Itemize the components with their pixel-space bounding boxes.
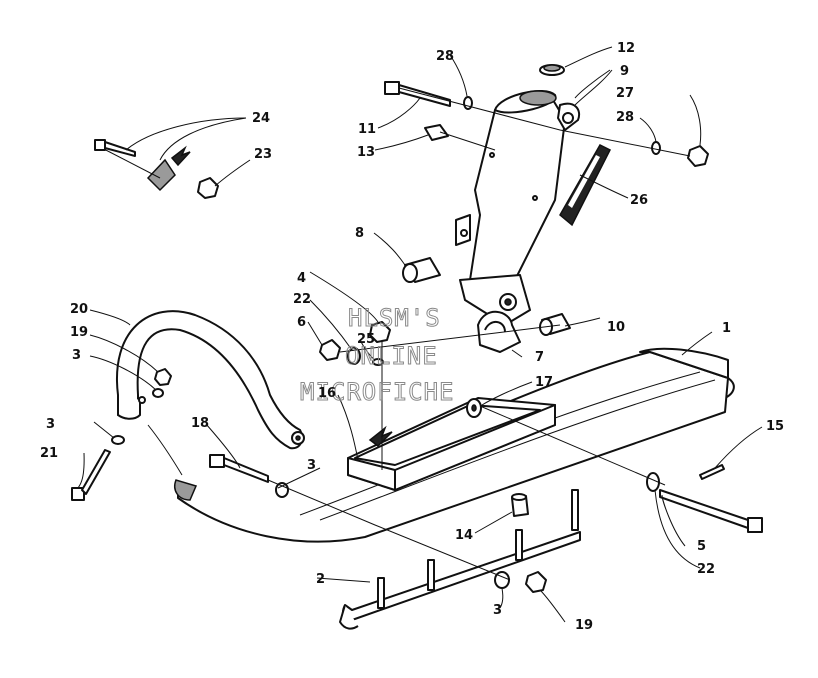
handle-washer-3 (152, 388, 164, 398)
cap-12 (539, 64, 565, 76)
callout-20: 20 (70, 302, 88, 317)
callout-1: 1 (722, 321, 731, 336)
washer-28-right (651, 141, 661, 155)
callout-26: 26 (630, 193, 648, 208)
decal (559, 144, 612, 227)
washer-28-left (463, 96, 473, 110)
bushing-10 (539, 313, 571, 336)
callout-28-left: 28 (436, 49, 454, 64)
callout-9: 9 (620, 64, 629, 79)
washer-17 (466, 398, 482, 418)
callout-25: 25 (357, 332, 375, 347)
callout-21: 21 (40, 446, 58, 461)
bolt-11 (384, 81, 451, 107)
nut-19-bottom (525, 571, 547, 593)
handle-nut-19 (154, 368, 172, 386)
bolt-21 (71, 449, 111, 501)
watermark: HLSM'S ONLINE MICROFICHE (300, 304, 455, 407)
grease-fitting-13 (424, 124, 449, 141)
callout-2: 2 (316, 572, 325, 587)
callout-12: 12 (617, 41, 635, 56)
callout-22-lower: 22 (697, 562, 715, 577)
leader-lines (77, 46, 763, 623)
watermark-line-2: ONLINE (345, 342, 438, 370)
washer-22-upper (347, 347, 361, 365)
bushing-8 (402, 257, 441, 283)
spindle (455, 90, 580, 326)
callout-18: 18 (191, 416, 209, 431)
watermark-line-3: MICROFICHE (300, 378, 455, 406)
wear-bar-studs (377, 489, 579, 609)
washer-3-left (111, 435, 125, 445)
callout-14: 14 (455, 528, 473, 543)
callout-17: 17 (535, 375, 553, 390)
bolt-18 (209, 454, 269, 483)
callout-7: 7 (535, 350, 544, 365)
callout-11: 11 (358, 122, 376, 137)
pin-15 (699, 464, 725, 480)
ski-handle (115, 310, 305, 450)
callout-labels: 1 2 3 3 3 3 4 5 6 7 8 9 10 11 12 13 14 1… (40, 41, 784, 633)
callout-13: 13 (357, 145, 375, 160)
callout-3-loop: 3 (72, 348, 81, 363)
bolt-24 (94, 139, 136, 157)
callout-19-bottom: 19 (575, 618, 593, 633)
ski-saddle (347, 397, 556, 491)
watermark-line-1: HLSM'S (348, 304, 441, 332)
nut-4 (369, 321, 391, 343)
bumper (477, 310, 521, 353)
callout-3-left: 3 (46, 417, 55, 432)
callout-23: 23 (254, 147, 272, 162)
callout-10: 10 (607, 320, 625, 335)
wear-bar (339, 489, 581, 630)
callout-15: 15 (766, 419, 784, 434)
washer-25 (372, 358, 384, 366)
washer-3-handle (275, 482, 289, 498)
callout-28-right: 28 (616, 110, 634, 125)
callout-3-handle: 3 (307, 458, 316, 473)
nut-27 (687, 145, 709, 167)
callout-19-loop: 19 (70, 325, 88, 340)
callout-5: 5 (697, 539, 706, 554)
callout-22-upper: 22 (293, 292, 311, 307)
bolt-5 (659, 489, 763, 533)
assembly-axes (147, 87, 691, 581)
spacer-14 (511, 493, 529, 517)
callout-27: 27 (616, 86, 634, 101)
callout-4: 4 (297, 271, 306, 286)
callout-6: 6 (297, 315, 306, 330)
clamp-assembly (97, 145, 191, 192)
callout-24: 24 (252, 111, 270, 126)
nut-23 (197, 177, 219, 199)
nut-6 (319, 339, 341, 361)
callout-3-bottom: 3 (493, 603, 502, 618)
callout-8: 8 (355, 226, 364, 241)
callout-16: 16 (318, 386, 336, 401)
